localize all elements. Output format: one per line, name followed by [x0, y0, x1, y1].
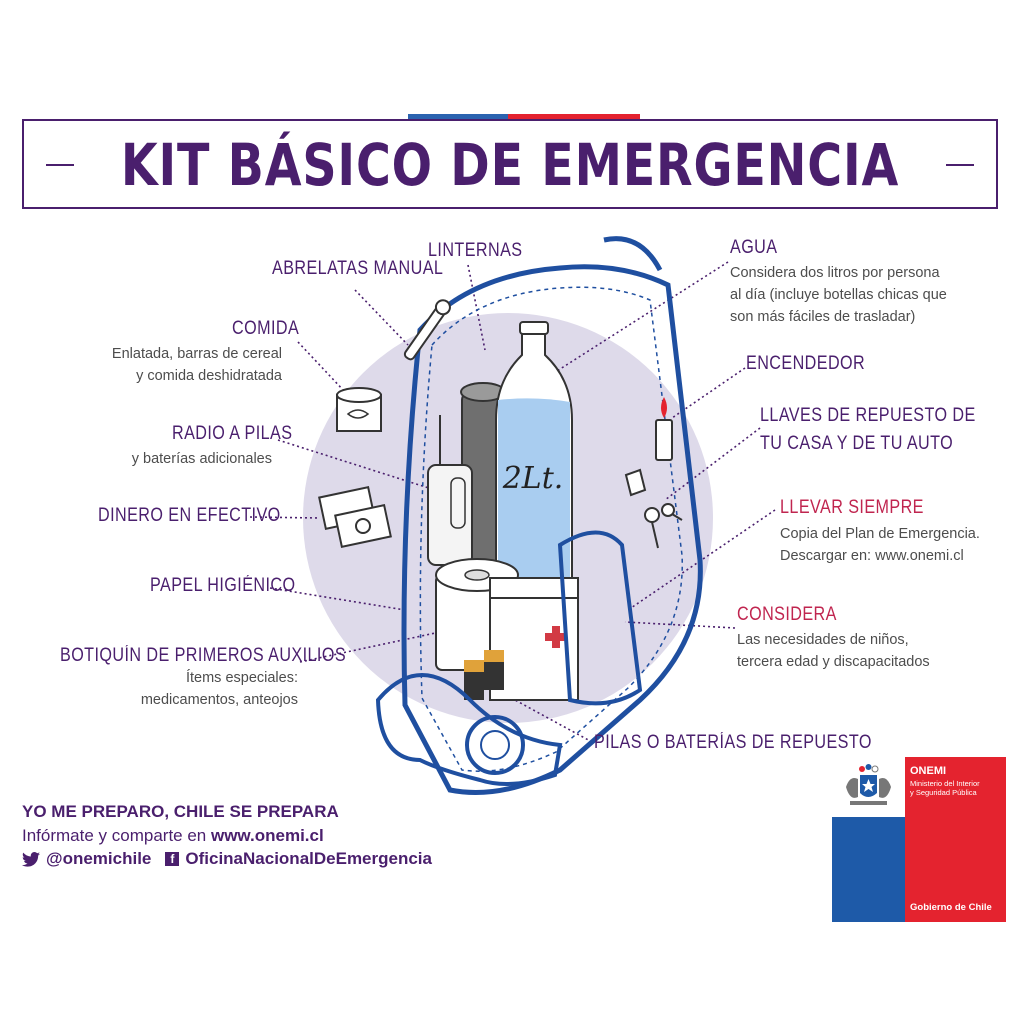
- desc-radio: y baterías adicionales: [131, 451, 272, 467]
- label-llaves-line2: TU CASA Y DE TU AUTO: [760, 433, 954, 454]
- label-llevar-siempre: LLEVAR SIEMPRE: [780, 497, 924, 518]
- desc-comida: Enlatada, barras de cereal y comida desh…: [111, 346, 282, 384]
- facebook-icon: f: [165, 852, 180, 866]
- food-can-icon: [336, 387, 382, 432]
- desc-botiquin: Ítems especiales: medicamentos, anteojos: [140, 670, 298, 708]
- gov-logo: ONEMI Ministerio del Interior y Segurida…: [832, 757, 1006, 922]
- label-dinero: DINERO EN EFECTIVO: [98, 505, 281, 526]
- keys-icon: [624, 468, 683, 549]
- label-considera: CONSIDERA: [737, 604, 837, 625]
- desc-considera: Las necesidades de niños, tercera edad y…: [737, 632, 930, 670]
- can-opener-icon: [403, 299, 451, 361]
- label-abrelatas: ABRELATAS MANUAL: [272, 258, 444, 279]
- label-comida: COMIDA: [232, 318, 300, 339]
- desc-llevar-siempre: Copia del Plan de Emergencia. Descargar …: [780, 526, 980, 564]
- page-title: KIT BÁSICO DE EMERGENCIA: [120, 131, 900, 199]
- label-botiquin: BOTIQUÍN DE PRIMEROS AUXILIOS: [60, 645, 347, 666]
- facebook-page[interactable]: OficinaNacionalDeEmergencia: [185, 849, 432, 868]
- label-papel: PAPEL HIGIÉNICO: [150, 575, 296, 596]
- gov-agency: ONEMI: [910, 765, 947, 777]
- backpack-outline: [401, 264, 703, 795]
- leader-lines: [249, 261, 776, 743]
- flag-stripe-blue: [408, 114, 508, 123]
- flag-stripe-red: [508, 114, 640, 123]
- bottle-label: 2Lt.: [502, 461, 564, 496]
- title-dash-left: [46, 164, 74, 166]
- rolled-bottom: [375, 673, 563, 786]
- money-icon: [318, 485, 392, 549]
- title-dash-right: [946, 164, 974, 166]
- label-llaves-line1: LLAVES DE REPUESTO DE: [760, 405, 976, 426]
- coat-of-arms-icon: [846, 764, 891, 805]
- footer-social: @onemichile f OficinaNacionalDeEmergenci…: [22, 849, 432, 869]
- label-agua: AGUA: [730, 237, 778, 258]
- footer-url-link[interactable]: www.onemi.cl: [210, 826, 324, 845]
- footer-info: Infórmate y comparte en www.onemi.cl: [22, 826, 324, 846]
- label-pilas: PILAS O BATERÍAS DE REPUESTO: [594, 732, 872, 753]
- desc-agua: Considera dos litros por persona al día …: [730, 265, 947, 325]
- footer-tagline: YO ME PREPARO, CHILE SE PREPARA: [22, 802, 339, 821]
- twitter-handle[interactable]: @onemichile: [46, 849, 152, 868]
- label-radio: RADIO A PILAS: [172, 423, 293, 444]
- title-frame: KIT BÁSICO DE EMERGENCIA: [22, 119, 998, 209]
- gov-government: Gobierno de Chile: [910, 902, 992, 913]
- label-linternas: LINTERNAS: [428, 240, 523, 261]
- lighter-icon: [655, 397, 673, 461]
- twitter-icon: [22, 851, 40, 867]
- label-encendedor: ENCENDEDOR: [746, 353, 866, 374]
- gov-ministry: Ministerio del Interior y Seguridad Públ…: [910, 779, 980, 797]
- footer-info-prefix: Infórmate y comparte en: [22, 826, 211, 845]
